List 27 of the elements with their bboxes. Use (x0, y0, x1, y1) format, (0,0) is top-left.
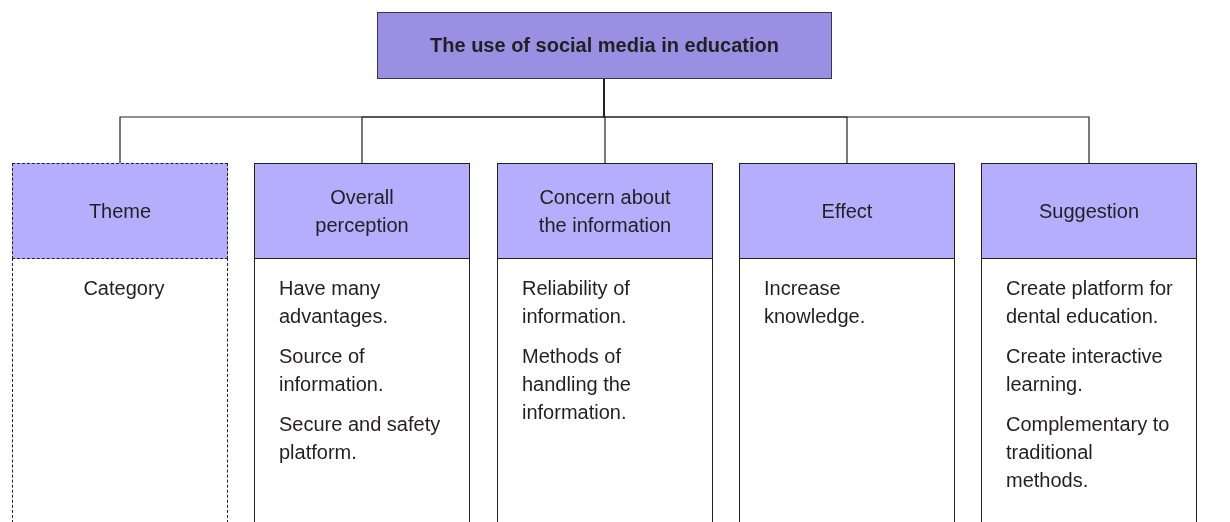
column-heading: Effect (821, 199, 873, 224)
list-item: Reliability of information. (522, 276, 631, 329)
list-item: Create interactive learning. (1006, 344, 1164, 397)
column-header-box (739, 163, 955, 259)
column-heading: Suggestion (1038, 199, 1140, 224)
content-box (497, 258, 713, 522)
list-item: Have many advantages. (279, 276, 389, 329)
column-heading: Theme (88, 199, 152, 224)
list-item: Create platform for dental education. (1006, 276, 1174, 329)
list-item: Methods of handling the information. (522, 344, 632, 425)
content-box (739, 258, 955, 522)
content-box (12, 258, 228, 522)
column-heading: Concern about the information (537, 185, 673, 238)
column-header-box (981, 163, 1197, 259)
list-item: Secure and safety platform. (279, 412, 442, 465)
title-text: The use of social media in education (430, 34, 779, 57)
column-heading: Overall perception (314, 185, 410, 238)
column-header-box (254, 163, 470, 259)
list-item: Source of information. (279, 344, 385, 397)
title-box (377, 12, 832, 79)
column-header-box (12, 163, 228, 259)
list-item: Increase knowledge. (764, 276, 867, 329)
column-header-box (497, 163, 713, 259)
content-box (254, 258, 470, 522)
list-item: Complementary to traditional methods. (1006, 412, 1171, 493)
list-item: Category (83, 276, 165, 301)
content-box (981, 258, 1197, 522)
